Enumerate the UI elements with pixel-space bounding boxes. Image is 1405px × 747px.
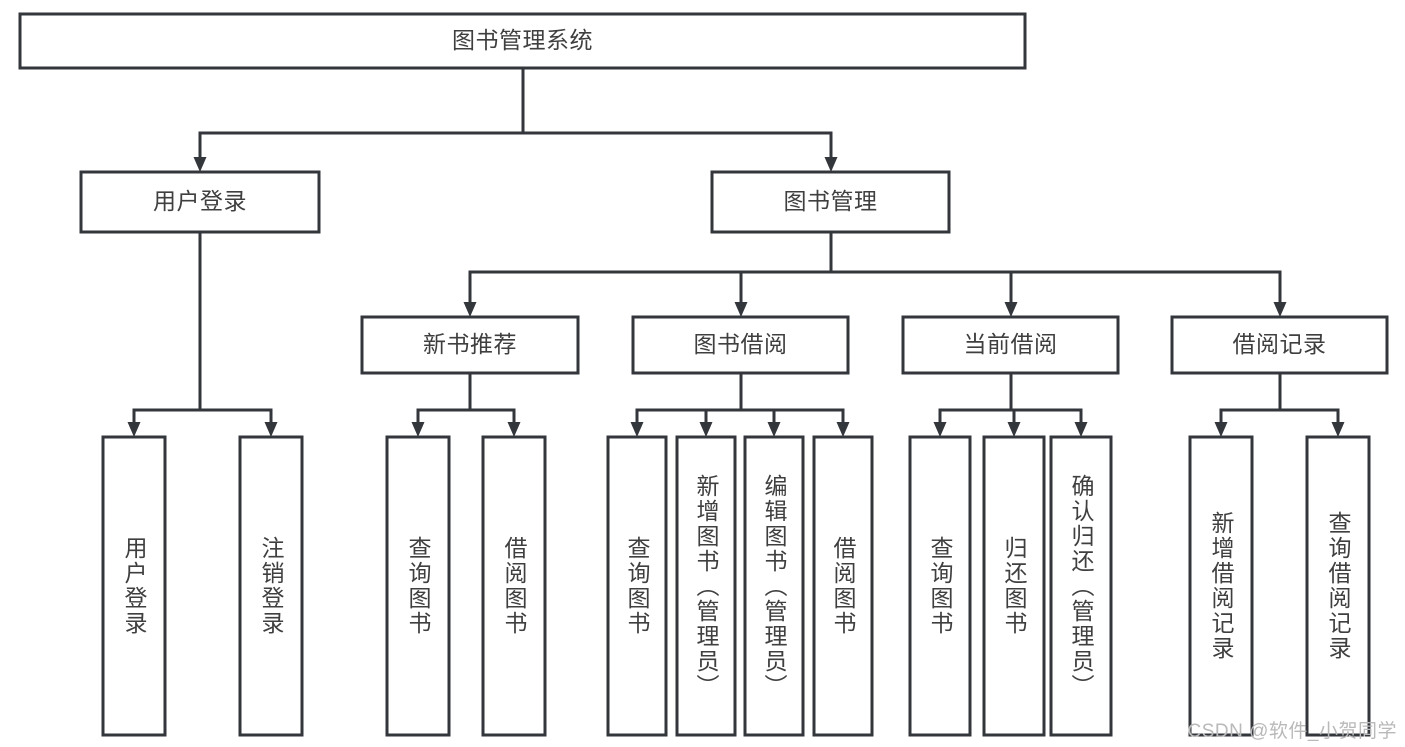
node-box-l6[interactable] (675, 435, 737, 737)
arrow-head-l10 (1007, 422, 1021, 437)
arrow-head-borrow (734, 302, 748, 317)
node-box-l9[interactable] (908, 435, 972, 737)
arrow-head-l7 (767, 422, 781, 437)
arrow-head-current (1004, 302, 1018, 317)
node-box-l3[interactable] (385, 435, 451, 737)
arrow-head-l12 (1214, 422, 1228, 437)
node-box-l1[interactable] (101, 435, 167, 737)
node-box-l11[interactable] (1049, 435, 1113, 737)
arrow-head-l3 (411, 422, 425, 437)
node-box-login[interactable] (79, 170, 321, 234)
arrow-head-l2 (264, 422, 278, 437)
node-box-root[interactable] (18, 12, 1027, 70)
arrow-head-l6 (699, 422, 713, 437)
arrow-head-l8 (836, 422, 850, 437)
arrow-head-l4 (507, 422, 521, 437)
arrow-head-l11 (1074, 422, 1088, 437)
edges-layer (127, 66, 1345, 437)
arrow-head-l13 (1331, 422, 1345, 437)
arrow-head-l5 (630, 422, 644, 437)
node-box-l13[interactable] (1305, 435, 1371, 737)
arrow-head-bookmgmt (824, 157, 838, 172)
arrow-head-l1 (127, 422, 141, 437)
node-box-l10[interactable] (982, 435, 1046, 737)
arrow-head-login (193, 157, 207, 172)
node-box-newbook[interactable] (360, 315, 580, 375)
node-box-l12[interactable] (1188, 435, 1254, 737)
node-box-records[interactable] (1170, 315, 1389, 375)
arrow-head-newbook (463, 302, 477, 317)
node-box-l7[interactable] (743, 435, 805, 737)
arrow-head-l9 (933, 422, 947, 437)
arrow-head-records (1273, 302, 1287, 317)
boxes-layer (18, 12, 1389, 737)
node-box-current[interactable] (901, 315, 1120, 375)
node-box-borrow[interactable] (631, 315, 850, 375)
node-box-l8[interactable] (812, 435, 874, 737)
node-box-l4[interactable] (481, 435, 547, 737)
node-box-l2[interactable] (238, 435, 304, 737)
node-box-l5[interactable] (606, 435, 668, 737)
node-box-bookmgmt[interactable] (710, 170, 951, 234)
